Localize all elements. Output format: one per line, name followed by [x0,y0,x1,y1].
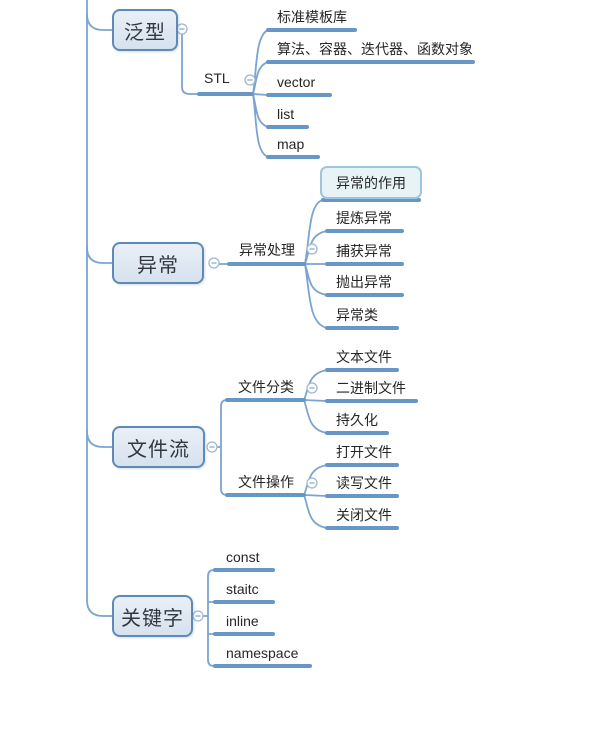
node-close-file[interactable]: 关闭文件 [336,507,392,523]
node-map[interactable]: map [277,136,305,152]
connector-keyword-children [202,569,217,667]
node-read-write-file[interactable]: 读写文件 [336,475,392,491]
node-open-file[interactable]: 打开文件 [336,444,392,460]
node-file-category[interactable]: 文件分类 [238,379,294,395]
connector-file-category-fan [303,369,328,434]
node-algorithm-container-iterator-functor[interactable]: 算法、容器、迭代器、函数对象 [277,41,473,57]
connector-exception-fan [304,199,328,329]
connector-trunk [86,0,113,617]
node-persistence[interactable]: 持久化 [336,412,378,428]
topic-generic[interactable]: 泛型 [112,9,178,51]
node-namespace[interactable]: namespace [226,645,299,661]
connector-file-operation-fan [303,464,328,529]
collapse-button-keyword[interactable] [192,610,204,622]
collapse-button-stl[interactable] [244,74,256,86]
node-stl[interactable]: STL [204,70,230,86]
node-list[interactable]: list [277,106,295,122]
collapse-button-file-operation[interactable] [306,477,318,489]
node-staitc[interactable]: staitc [226,581,259,597]
connector-branch-generic [86,13,113,31]
topic-exception[interactable]: 异常 [112,242,204,284]
node-throw-exception[interactable]: 抛出异常 [336,274,392,290]
connector-file-stream-children [216,399,228,496]
node-exception-role-selected[interactable]: 异常的作用 [320,166,422,199]
node-inline[interactable]: inline [226,613,259,629]
collapse-button-file-stream[interactable] [206,441,218,453]
topic-file-stream[interactable]: 文件流 [112,426,205,468]
collapse-button-exception-handling[interactable] [306,243,318,255]
node-const[interactable]: const [226,549,260,565]
node-vector[interactable]: vector [277,74,316,90]
connector-lines [86,0,328,667]
node-catch-exception[interactable]: 捕获异常 [336,243,392,259]
node-standard-template-library[interactable]: 标准模板库 [277,9,347,25]
node-file-operation[interactable]: 文件操作 [238,474,294,490]
topic-keyword[interactable]: 关键字 [112,595,193,637]
connector-branch-exception [86,246,113,264]
node-exception-class[interactable]: 异常类 [336,307,378,323]
collapse-button-file-category[interactable] [306,382,318,394]
node-binary-file[interactable]: 二进制文件 [336,380,406,396]
collapse-buttons [176,23,318,622]
node-exception-handling[interactable]: 异常处理 [239,242,295,258]
collapse-button-exception[interactable] [208,257,220,269]
node-refine-exception[interactable]: 提炼异常 [336,210,392,226]
node-underlines [197,28,475,668]
connector-branch-file-stream [86,430,113,448]
collapse-button-generic[interactable] [176,23,188,35]
connector-generic-stl [181,33,200,95]
node-text-file[interactable]: 文本文件 [336,349,392,365]
connector-stl-fan [252,29,269,158]
